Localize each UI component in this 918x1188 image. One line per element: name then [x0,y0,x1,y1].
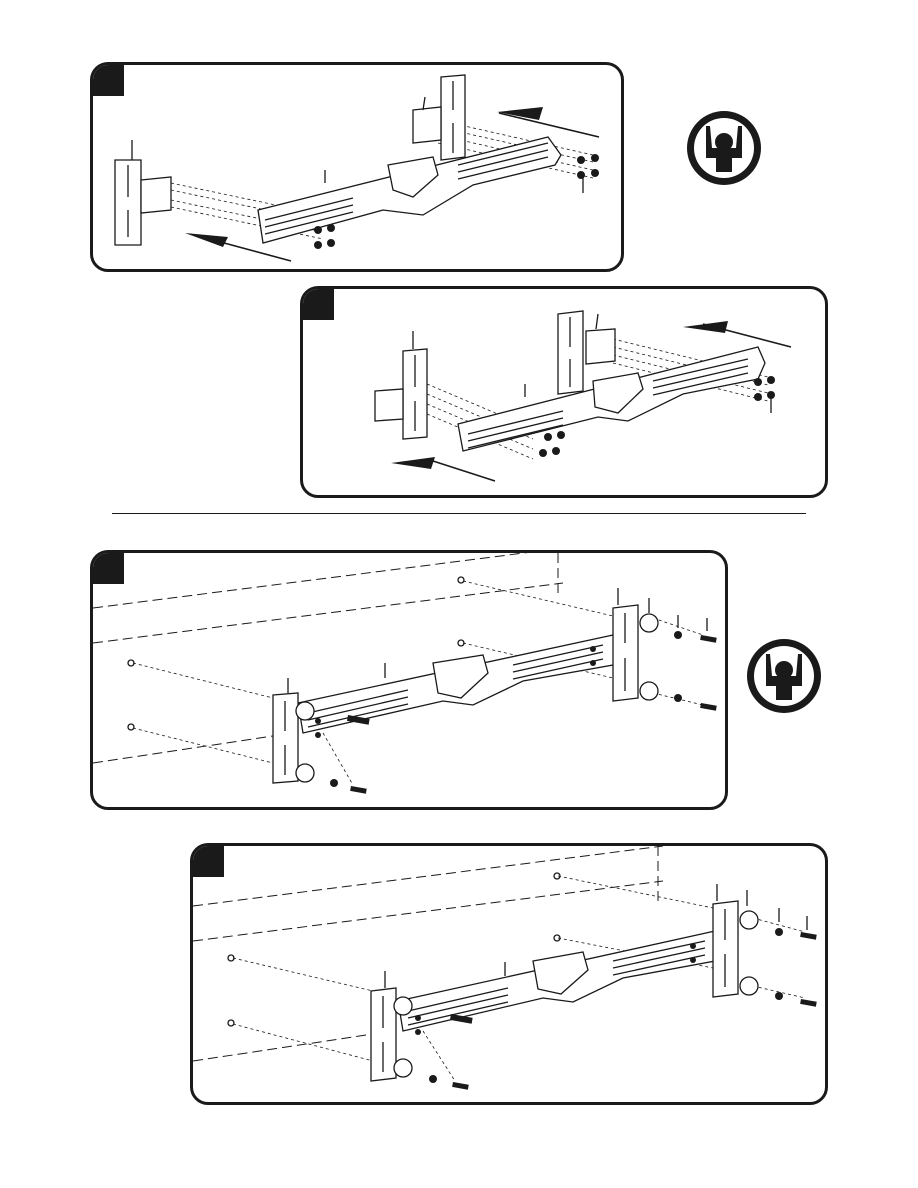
screw-head [315,718,321,724]
step-panel-2 [300,286,828,498]
right-direction-arrowhead [683,321,728,333]
screw-head [415,1015,421,1021]
lock-washer [775,992,783,1000]
step-panel-1 [90,62,624,272]
screw-head [415,1029,421,1035]
nut [539,449,547,457]
left-adapter-plate [141,177,171,213]
lag-bolt [800,932,817,940]
wall-mounting-diagram-1 [93,553,728,810]
left-direction-arrowhead [391,457,435,469]
washer [740,977,758,995]
right-adapter-plate [586,329,615,364]
lock-washer [775,928,783,936]
nut [577,156,585,164]
screw-head [590,660,596,666]
screw-head [690,957,696,963]
two-person-required-icon [684,108,764,188]
nut [314,241,322,249]
nut [767,391,775,399]
lock-washer [674,631,682,639]
screw-head [590,646,596,652]
lag-bolt [350,786,367,794]
two-person-required-icon [744,636,824,716]
left-adapter-plate [375,389,403,421]
left-direction-arrowhead [185,233,228,247]
washer [296,764,314,782]
washer [296,702,314,720]
nut [314,226,322,234]
screw-head [315,732,321,738]
lag-bolt [700,703,717,711]
nut [544,433,552,441]
right-adapter-plate [413,107,441,143]
wall-hole-marker [458,577,464,583]
washer [640,682,658,700]
lock-washer [330,779,338,787]
washer [740,911,758,929]
assembly-diagram-1 [93,65,624,272]
section-divider [112,513,806,514]
nut [577,171,585,179]
assembly-diagram-2 [303,289,828,498]
lock-washer [429,1075,437,1083]
wall-hole-marker [228,1020,234,1026]
lock-washer [674,694,682,702]
nut [591,169,599,177]
step-panel-3 [90,550,728,810]
lag-bolt [700,635,717,643]
nut [327,239,335,247]
lag-bolt [800,999,817,1007]
nut [767,376,775,384]
nut [591,154,599,162]
wall-hole-marker [128,724,134,730]
nut [754,393,762,401]
washer [394,997,412,1015]
wall-mounting-diagram-2 [193,846,828,1105]
step-panel-4 [190,843,828,1105]
nut [754,378,762,386]
lag-bolt [452,1082,469,1090]
screw-head [690,943,696,949]
nut [327,224,335,232]
nut [557,431,565,439]
nut [552,447,560,455]
washer [394,1059,412,1077]
washer [640,614,658,632]
